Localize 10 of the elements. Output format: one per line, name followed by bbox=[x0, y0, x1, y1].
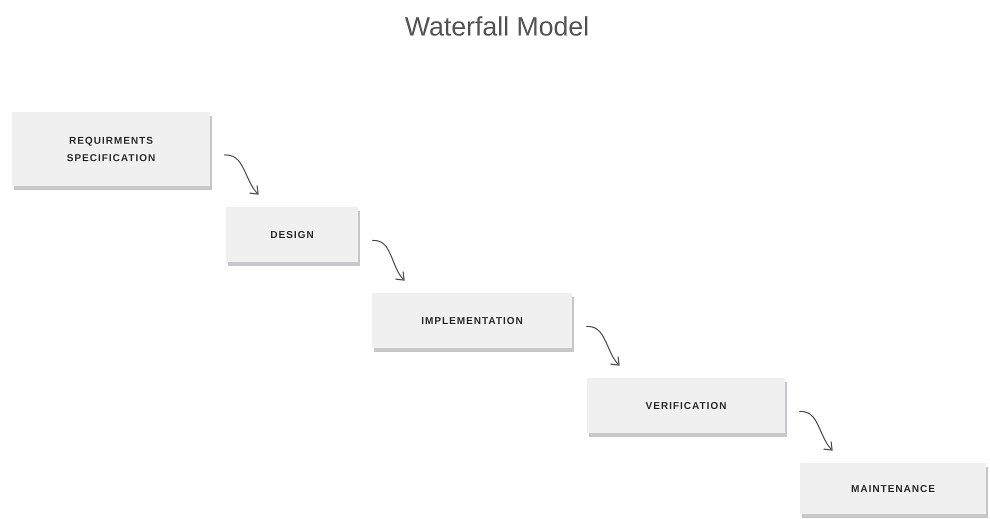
process-box: IMPLEMENTATION bbox=[372, 293, 574, 352]
process-box: MAINTENANCE bbox=[800, 463, 988, 518]
process-box: REQUIRMENTS SPECIFICATION bbox=[12, 112, 212, 190]
arrow bbox=[799, 410, 833, 451]
arrow bbox=[372, 240, 405, 281]
title: Waterfall Model bbox=[405, 16, 588, 36]
process-box: DESIGN bbox=[226, 207, 360, 266]
process-box: VERIFICATION bbox=[587, 378, 787, 437]
arrow bbox=[586, 326, 620, 366]
arrow bbox=[224, 154, 259, 195]
